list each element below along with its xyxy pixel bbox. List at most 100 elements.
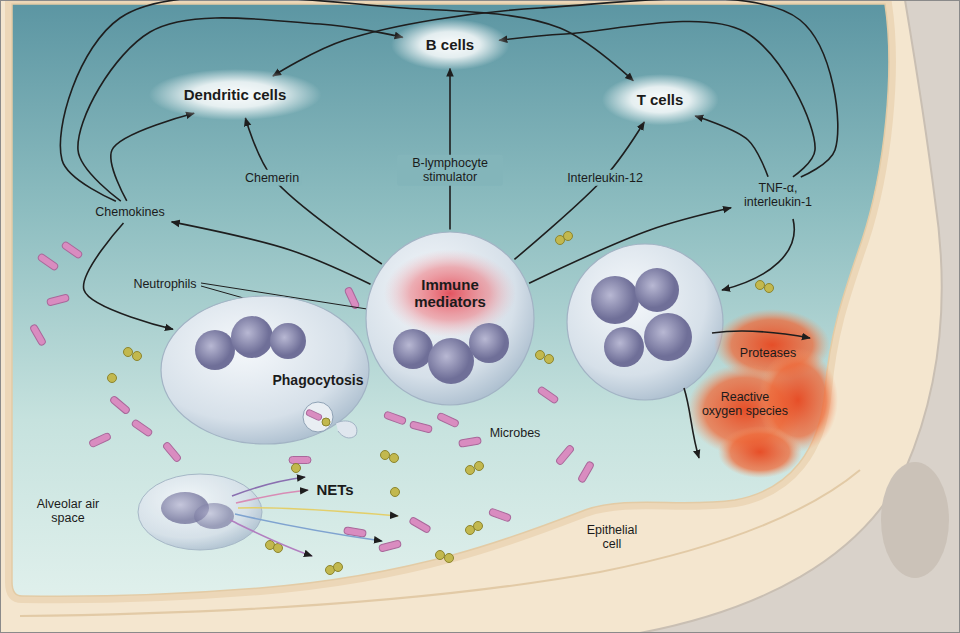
microbe-cocci (436, 551, 445, 560)
cell-label: Dendritic cells (184, 86, 287, 103)
nucleus-lobe (393, 329, 433, 369)
release-arrows (712, 331, 810, 338)
connector-arrow (111, 113, 194, 201)
microbe-cocci (108, 374, 117, 383)
nucleus-lobe (428, 338, 474, 384)
microbe-rods (29, 241, 594, 552)
microbe-rods (61, 241, 83, 259)
net-label: NETs (316, 481, 353, 498)
net-neutrophil (235, 514, 382, 541)
net-neutrophil (138, 474, 398, 556)
alveolar-space (12, 4, 889, 596)
signal-label-wrap: Chemerin (242, 168, 302, 186)
microbe-rods (37, 253, 59, 271)
release-arrows (684, 388, 699, 458)
microbe-cocci (381, 451, 390, 460)
signal-label-wrap: B-lymphocyte stimulator (397, 155, 503, 186)
microbe-cocci (390, 454, 399, 463)
product-label-wrap: Proteases (740, 343, 796, 361)
connector-arrow (84, 223, 173, 329)
tissue-background (881, 462, 949, 578)
microbe-label: Microbes (490, 426, 541, 440)
microbe-rods (409, 421, 432, 433)
cell-type-label-wrap: Neutrophils (133, 274, 196, 292)
mediator-term: TNF-α, interleukin-1 (734, 178, 822, 213)
microbe-rods (378, 540, 401, 552)
release-arrows (722, 219, 794, 290)
microbe-cocci (536, 351, 545, 360)
region-label: Epithelial cell (581, 523, 643, 552)
microbe-rods (383, 411, 406, 425)
alveolar-space (12, 4, 889, 596)
toxic-release-cloud (687, 309, 838, 478)
neutrophil-cell: Phagocytosis (160, 295, 370, 445)
product-label: Reactive oxygen species (700, 390, 790, 419)
microbe-cocci (124, 348, 133, 357)
microbe-cocci (765, 284, 774, 293)
net-neutrophil (238, 508, 398, 516)
cell-membrane (161, 296, 369, 444)
signal-label: Interleukin-12 (564, 170, 646, 186)
neutrophil-cell: Immune mediators (365, 231, 535, 406)
microbe-rods (577, 461, 594, 484)
microbe-rods (537, 386, 559, 404)
engulfed-microbe (305, 409, 322, 421)
microbe-cocci (274, 544, 283, 553)
neutrophil-right (567, 244, 723, 400)
net-neutrophil (232, 477, 305, 496)
microbe-cocci (133, 352, 142, 361)
microbe-label-wrap: Microbes (490, 423, 541, 441)
net-neutrophil (236, 490, 308, 503)
cell-type-label: Neutrophils (133, 277, 196, 291)
alveolar-space (12, 4, 889, 596)
release-arrows (684, 219, 810, 458)
product-label: Proteases (740, 346, 796, 360)
net-label-wrap: NETs (316, 481, 353, 499)
cell-outline (365, 231, 535, 406)
cell-label: T cells (637, 91, 684, 108)
connector-arrow (514, 122, 644, 259)
signal-label: B-lymphocyte stimulator (397, 155, 503, 186)
signal-label-wrap: Interleukin-12 (564, 168, 646, 186)
region-label-wrap: Alveolar air space (32, 497, 104, 526)
neutrophil-right (604, 327, 644, 367)
microbe-cocci (545, 355, 554, 364)
microbe-cocci (445, 554, 454, 563)
net-neutrophil (230, 520, 312, 556)
glow-outline (391, 19, 509, 70)
cell-membrane (366, 232, 534, 405)
microbe-rods (131, 419, 153, 437)
region-label: Alveolar air space (32, 497, 104, 526)
connector-arrow (273, 0, 838, 177)
microbe-cocci (292, 464, 301, 473)
connector-arrow (245, 118, 381, 264)
microbe-cocci (474, 522, 483, 531)
microbe-rods (488, 508, 511, 522)
neutrophil-right (591, 276, 639, 324)
nucleus-lobe (270, 323, 306, 359)
microbe-cocci (475, 462, 484, 471)
connector-arrow (449, 69, 451, 230)
product-label-wrap: Reactive oxygen species (700, 390, 790, 419)
microbe-rods (29, 324, 46, 347)
microbe-rods (46, 294, 69, 306)
connector-arrow (695, 116, 768, 177)
net-neutrophil (138, 474, 262, 550)
cell-label: Immune mediators (395, 276, 505, 311)
connector-arrow (78, 18, 403, 201)
microbe-rods (409, 516, 432, 533)
nucleus-lobe (195, 330, 235, 370)
connector-arrow (529, 208, 731, 283)
cell-label: B cells (426, 36, 474, 53)
mediator-glow (384, 249, 516, 337)
connector-arrow (499, 21, 815, 176)
microbe-cocci (391, 488, 400, 497)
immune-cell-glow: Dendritic cells (149, 69, 322, 120)
toxic-release-cloud (718, 426, 802, 478)
microbe-cocci (756, 281, 765, 290)
region-label-wrap: Epithelial cell (581, 523, 643, 552)
